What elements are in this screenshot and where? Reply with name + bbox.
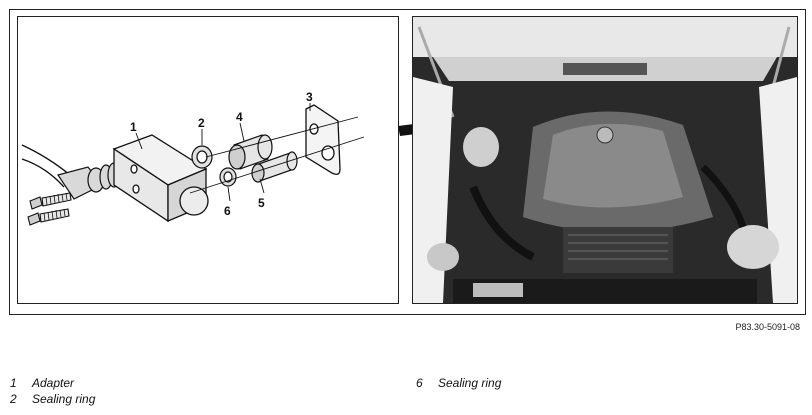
legend-label: Sealing ring bbox=[32, 392, 96, 406]
legend-item: 6 Sealing ring bbox=[416, 376, 501, 390]
leader-lines bbox=[135, 103, 311, 202]
figure-reference-code: P83.30-5091-08 bbox=[735, 322, 800, 332]
screw-lower bbox=[27, 208, 70, 226]
callout-6: 6 bbox=[224, 204, 231, 218]
callout-2: 2 bbox=[198, 116, 205, 130]
adapter-block bbox=[112, 134, 209, 223]
legend-item: 2 Sealing ring bbox=[10, 392, 95, 406]
figure-frame bbox=[9, 9, 806, 315]
engine-bay-illustration bbox=[413, 17, 797, 303]
legend-item: 1 Adapter bbox=[10, 376, 74, 390]
sealing-ring-2 bbox=[191, 145, 213, 169]
legend-label: Sealing ring bbox=[438, 376, 502, 390]
legend-number: 1 bbox=[10, 376, 17, 390]
connector-4 bbox=[228, 134, 273, 170]
legend-number: 6 bbox=[416, 376, 423, 390]
right-fender bbox=[759, 77, 797, 303]
connector-5 bbox=[251, 151, 298, 183]
callout-3: 3 bbox=[306, 90, 313, 104]
assembly-axis-lines bbox=[189, 116, 365, 194]
exploded-diagram: 1 2 3 4 5 6 bbox=[21, 90, 365, 226]
callout-5: 5 bbox=[258, 196, 265, 210]
exploded-diagram-panel: 1 2 3 4 5 6 bbox=[17, 16, 399, 304]
callout-4: 4 bbox=[236, 110, 243, 124]
callout-1: 1 bbox=[130, 120, 137, 134]
sealing-ring-6 bbox=[219, 167, 237, 187]
bracket-3 bbox=[305, 104, 341, 175]
brake-fluid-reservoir bbox=[727, 225, 779, 269]
legend-label: Adapter bbox=[32, 376, 75, 390]
engine-bay-photo bbox=[412, 16, 798, 304]
legend-number: 2 bbox=[10, 392, 17, 406]
hood-underside bbox=[413, 17, 797, 57]
hose bbox=[21, 144, 71, 188]
screw-upper bbox=[29, 192, 72, 210]
coolant-reservoir bbox=[463, 127, 499, 167]
